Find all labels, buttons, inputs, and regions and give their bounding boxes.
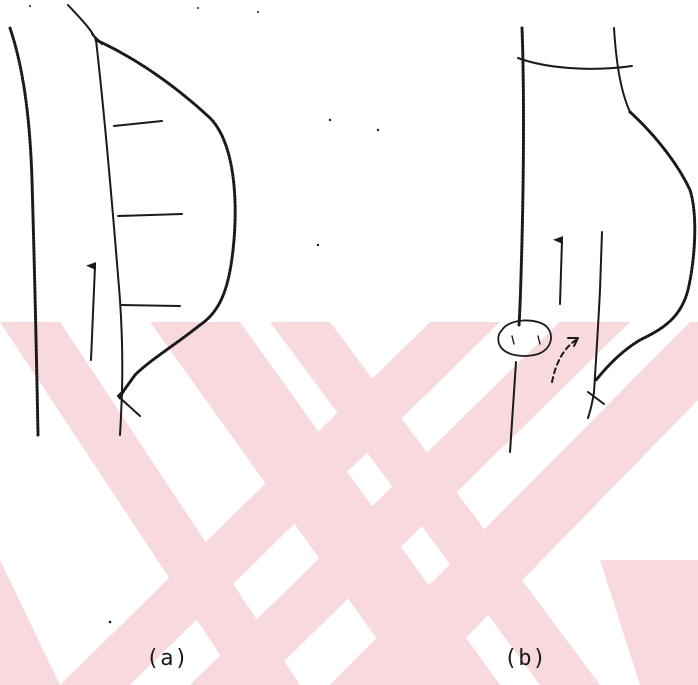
figure-a-caption: (a) — [146, 646, 189, 671]
flow-arrow-up — [91, 266, 95, 360]
flow-arrow-up — [560, 240, 562, 304]
right-wall-upper — [614, 28, 630, 112]
rung-2 — [118, 214, 182, 216]
top-cross-curve — [518, 58, 632, 69]
rung-1 — [114, 121, 162, 126]
figure-b-caption: (b) — [504, 646, 547, 671]
blob — [498, 320, 551, 356]
watermark — [0, 322, 698, 685]
rung-3 — [122, 305, 180, 306]
